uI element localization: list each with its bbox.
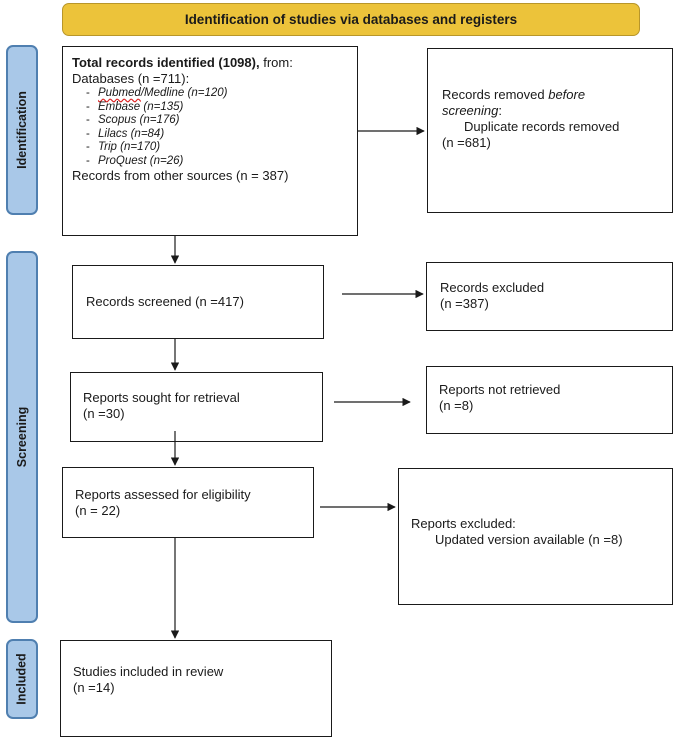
database-item: -ProQuest (n=26) [86, 154, 184, 167]
reports-excluded-box: Reports excluded: Updated version availa… [398, 468, 673, 605]
database-item: -Lilacs (n=84) [86, 127, 165, 140]
header-title: Identification of studies via databases … [184, 12, 518, 27]
database-list: -Pubmed/Medline (n=120) -Embase (n=135) … [72, 87, 348, 168]
database-rest: /Medline (n=120) [140, 87, 228, 99]
removed-italic-screening: screening [442, 103, 499, 118]
databases-label: Databases (n =711): [72, 71, 190, 86]
phase-screening: Screening [6, 251, 38, 623]
removed-prefix: Records removed [442, 87, 549, 102]
sought-line1: Reports sought for retrieval [83, 390, 240, 405]
included-line1: Studies included in review [73, 664, 224, 679]
phase-identification: Identification [6, 45, 38, 215]
database-name: Lilacs (n=84) [98, 127, 165, 140]
other-sources: Records from other sources (n = 387) [72, 168, 289, 183]
identified-title: Total records identified (1098), from: [72, 55, 348, 71]
not-retrieved-line1: Reports not retrieved [439, 382, 561, 397]
screened-text: Records screened (n =417) [86, 294, 244, 309]
excluded-line2: (n =387) [440, 296, 489, 311]
records-identified-box: Total records identified (1098), from: D… [62, 46, 358, 236]
reports-excluded-line1: Reports excluded: [411, 516, 516, 531]
records-excluded-box: Records excluded (n =387) [426, 262, 673, 331]
database-item: -Scopus (n=176) [86, 114, 180, 126]
records-removed-box: Records removed before screening: Duplic… [427, 48, 673, 213]
database-name: Embase (n=135) [98, 100, 184, 113]
removed-detail: Duplicate records removed [464, 119, 620, 134]
database-name: ProQuest (n=26) [98, 154, 184, 167]
database-item: -Pubmed/Medline (n=120) [86, 87, 228, 99]
reports-assessed-box: Reports assessed for eligibility (n = 22… [62, 467, 314, 538]
database-name: Trip (n=170) [98, 141, 161, 153]
reports-sought-box: Reports sought for retrieval (n =30) [70, 372, 323, 442]
excluded-line1: Records excluded [440, 280, 545, 295]
studies-included-box: Studies included in review (n =14) [60, 640, 332, 737]
removed-italic-before: before [548, 87, 586, 102]
removed-heading-2: screening: [442, 103, 660, 119]
assessed-line2: (n = 22) [75, 503, 121, 518]
records-screened-box: Records screened (n =417) [72, 265, 324, 339]
removed-heading: Records removed before [442, 87, 660, 103]
phase-included: Included [6, 639, 38, 719]
not-retrieved-line2: (n =8) [439, 398, 474, 413]
identified-title-bold: Total records identified (1098), [72, 55, 260, 70]
reports-not-retrieved-box: Reports not retrieved (n =8) [426, 366, 673, 434]
database-item: -Embase (n=135) [86, 100, 184, 113]
reports-excluded-line2: Updated version available (n =8) [435, 532, 623, 547]
identified-title-rest: from: [259, 55, 293, 70]
header-banner: Identification of studies via databases … [62, 3, 640, 36]
database-item: -Trip (n=170) [86, 141, 161, 153]
assessed-line1: Reports assessed for eligibility [75, 487, 251, 502]
database-name: Pubmed [98, 87, 141, 99]
sought-line2: (n =30) [83, 406, 125, 421]
removed-count: (n =681) [442, 135, 491, 150]
database-name: Scopus (n=176) [98, 114, 180, 126]
removed-colon: : [498, 103, 502, 118]
included-line2: (n =14) [73, 680, 115, 695]
